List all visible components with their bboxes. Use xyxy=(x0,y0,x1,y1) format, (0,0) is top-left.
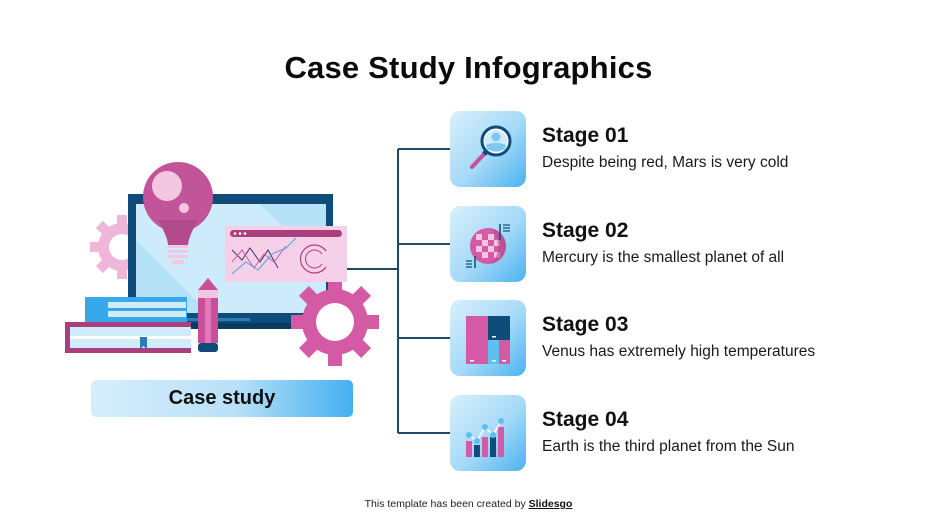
case-study-illustration xyxy=(60,150,400,370)
case-study-label: Case study xyxy=(91,380,353,417)
magnifier-icon xyxy=(450,111,526,187)
stage-item-4: Stage 04 Earth is the third planet from … xyxy=(450,395,870,471)
books-icon xyxy=(65,297,191,353)
stage-item-2: Stage 02 Mercury is the smallest planet … xyxy=(450,206,870,282)
stage-title: Stage 01 xyxy=(542,124,629,147)
lightbulb-icon xyxy=(143,162,213,264)
stage-item-1: Stage 01 Despite being red, Mars is very… xyxy=(450,111,870,187)
stage-title: Stage 03 xyxy=(542,313,629,336)
footer-text: This template has been created by xyxy=(364,498,529,510)
globe-icon xyxy=(450,206,526,282)
pencil-icon xyxy=(198,278,218,352)
stage-description: Mercury is the smallest planet of all xyxy=(542,249,785,266)
stage-description: Earth is the third planet from the Sun xyxy=(542,438,795,455)
stage-title: Stage 04 xyxy=(542,408,629,431)
stage-title: Stage 02 xyxy=(542,219,629,242)
chart-window-icon xyxy=(225,226,347,282)
page-title: Case Study Infographics xyxy=(284,50,653,85)
footer-credit: This template has been created by Slides… xyxy=(0,498,937,510)
stage-item-3: Stage 03 Venus has extremely high temper… xyxy=(450,300,870,376)
gear-icon xyxy=(291,278,379,366)
slidesgo-link[interactable]: Slidesgo xyxy=(528,498,573,510)
bar-line-chart-icon xyxy=(450,395,526,471)
stage-description: Despite being red, Mars is very cold xyxy=(542,154,789,171)
stage-description: Venus has extremely high temperatures xyxy=(542,343,816,360)
blocks-chart-icon xyxy=(450,300,526,376)
